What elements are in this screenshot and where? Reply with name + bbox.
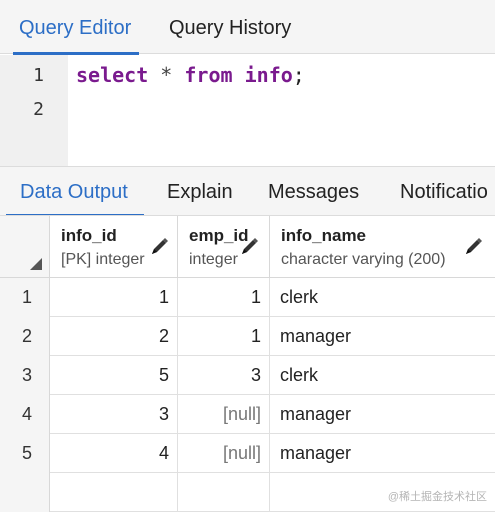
sql-editor[interactable]: 1 2 select * from info;	[0, 55, 495, 166]
column-header-emp-id[interactable]: emp_id integer	[178, 216, 270, 278]
select-all-icon[interactable]	[30, 258, 42, 270]
data-output-grid[interactable]: info_id [PK] integer emp_id integer info…	[0, 216, 495, 512]
watermark: @稀土掘金技术社区	[387, 491, 487, 503]
tab-query-history[interactable]: Query History	[169, 17, 292, 39]
line-number-gutter: 1 2	[0, 55, 68, 166]
cell-emp-id[interactable]: 1	[178, 278, 270, 317]
output-tab-bar: Data Output Explain Messages Notificatio	[0, 166, 495, 216]
line-number: 2	[33, 99, 44, 120]
table-row[interactable]: 4 3 [null] manager	[0, 395, 495, 434]
column-type: [PK] integer	[61, 251, 145, 268]
cell-info-name[interactable]: manager	[280, 443, 352, 463]
cell-info-id[interactable]: 3	[50, 395, 178, 434]
cell-info-name[interactable]: manager	[280, 404, 352, 424]
table-row[interactable]: 5 4 [null] manager	[0, 434, 495, 473]
semicolon: ;	[292, 63, 305, 87]
tab-notifications[interactable]: Notificatio	[400, 181, 488, 203]
cell-emp-id[interactable]: 3	[178, 356, 270, 395]
cell-info-name[interactable]: clerk	[280, 287, 319, 307]
cell-emp-id[interactable]: [null]	[178, 395, 270, 434]
tab-explain[interactable]: Explain	[167, 181, 233, 203]
column-name: info_id	[61, 226, 117, 245]
column-name: info_name	[281, 226, 367, 245]
row-number-empty	[0, 473, 50, 512]
cell-info-id[interactable]: 4	[50, 434, 178, 473]
column-header-info-id[interactable]: info_id [PK] integer	[50, 216, 178, 278]
row-number[interactable]: 1	[0, 278, 50, 317]
cell-info-id[interactable]: 1	[50, 278, 178, 317]
pencil-icon[interactable]	[462, 236, 484, 258]
cell-emp-id[interactable]: 1	[178, 317, 270, 356]
cell-emp-id[interactable]: [null]	[178, 434, 270, 473]
table-name: info	[244, 63, 293, 87]
tab-data-output[interactable]: Data Output	[6, 167, 144, 215]
table-row[interactable]: 2 2 1 manager	[0, 317, 495, 356]
row-number[interactable]: 4	[0, 395, 50, 434]
cell-info-name[interactable]: manager	[280, 326, 352, 346]
editor-tab-bar: Query Editor Query History	[0, 0, 495, 55]
keyword-select: select	[76, 63, 149, 87]
row-number[interactable]: 3	[0, 356, 50, 395]
cell-info-name[interactable]: clerk	[280, 365, 319, 385]
table-row[interactable]: 1 1 1 clerk	[0, 278, 495, 317]
row-number[interactable]: 2	[0, 317, 50, 356]
column-type: integer	[189, 251, 238, 268]
table-row[interactable]: 3 5 3 clerk	[0, 356, 495, 395]
cell-info-id[interactable]: 2	[50, 317, 178, 356]
cell-info-id[interactable]: 5	[50, 356, 178, 395]
tab-messages[interactable]: Messages	[268, 181, 360, 203]
line-number: 1	[33, 65, 44, 86]
column-header-info-name[interactable]: info_name character varying (200)	[270, 216, 495, 278]
cell-empty	[178, 473, 270, 512]
column-type: character varying (200)	[281, 251, 446, 268]
row-number[interactable]: 5	[0, 434, 50, 473]
grid-corner[interactable]	[0, 216, 50, 278]
pencil-icon[interactable]	[148, 236, 170, 258]
keyword-from: from	[184, 63, 233, 87]
column-name: emp_id	[189, 226, 249, 245]
pencil-icon[interactable]	[238, 236, 260, 258]
tab-query-editor[interactable]: Query Editor	[12, 0, 140, 55]
operator-star: *	[160, 63, 173, 87]
sql-code-line[interactable]: select * from info;	[76, 63, 305, 87]
cell-empty	[50, 473, 178, 512]
